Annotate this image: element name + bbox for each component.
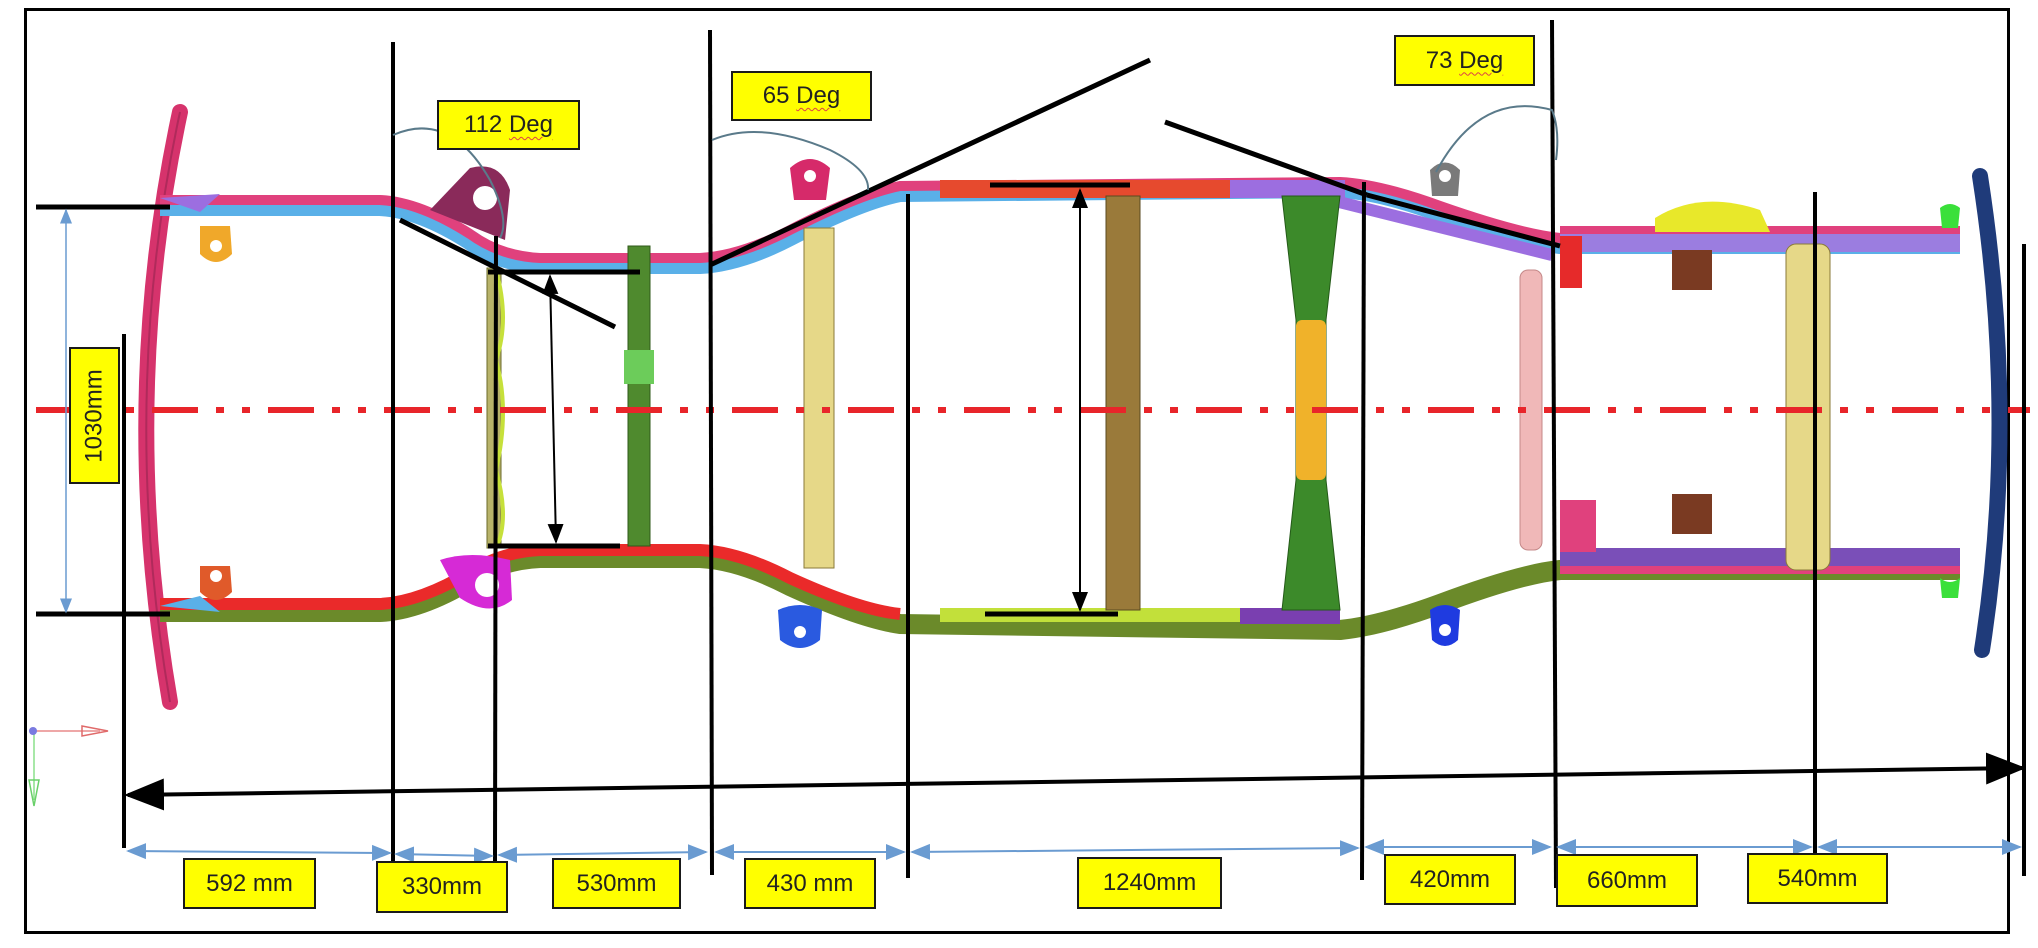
diagram-border	[24, 8, 2010, 934]
front-bumper	[138, 104, 188, 710]
angle-unit: Deg	[508, 111, 553, 138]
segment-value: 660mm	[1586, 866, 1668, 894]
angle-arcs	[392, 105, 1559, 239]
overall-length-arrow	[124, 752, 2026, 811]
segment-label-430: 430 mm	[744, 858, 876, 909]
segment-label-540: 540mm	[1747, 853, 1888, 904]
segment-label-1240: 1240mm	[1077, 857, 1222, 909]
segment-value: 592 mm	[206, 869, 293, 897]
segment-value: 1240mm	[1102, 869, 1197, 896]
segment-value: 420mm	[1409, 865, 1491, 893]
coordinate-axis-triad	[28, 725, 109, 807]
width-ticks	[36, 204, 170, 617]
angle-unit: Deg	[796, 82, 841, 109]
cross-members	[486, 195, 1831, 611]
angle-label-112: 112 Deg	[437, 100, 580, 150]
width-label-1030mm: 1030mm	[69, 347, 120, 484]
segment-label-420: 420mm	[1384, 854, 1516, 905]
angle-value: 73	[1425, 46, 1453, 74]
angle-unit: Deg	[1459, 46, 1504, 74]
segment-dimension-arrows	[126, 839, 2022, 864]
segment-value: 530mm	[576, 869, 657, 897]
inner-width-arrow-front	[542, 274, 564, 544]
segment-label-660: 660mm	[1556, 854, 1698, 907]
segment-value: 430 mm	[766, 869, 854, 897]
lower-side-rail	[160, 544, 1960, 641]
segment-label-530: 530mm	[552, 858, 681, 909]
segment-label-330: 330mm	[376, 861, 508, 913]
angle-label-73: 73 Deg	[1394, 35, 1535, 86]
segment-label-592: 592 mm	[183, 858, 316, 909]
angle-reference-lines	[398, 57, 1561, 330]
rear-bumper	[1972, 168, 2008, 658]
inner-span-lines	[488, 182, 1130, 617]
angle-value: 112	[464, 111, 503, 138]
station-lines	[122, 19, 2026, 890]
segment-value: 330mm	[401, 873, 483, 900]
segment-value: 540mm	[1777, 864, 1858, 892]
angle-value: 65	[762, 82, 790, 109]
width-value: 1030mm	[80, 368, 108, 463]
angle-label-65: 65 Deg	[731, 71, 872, 121]
